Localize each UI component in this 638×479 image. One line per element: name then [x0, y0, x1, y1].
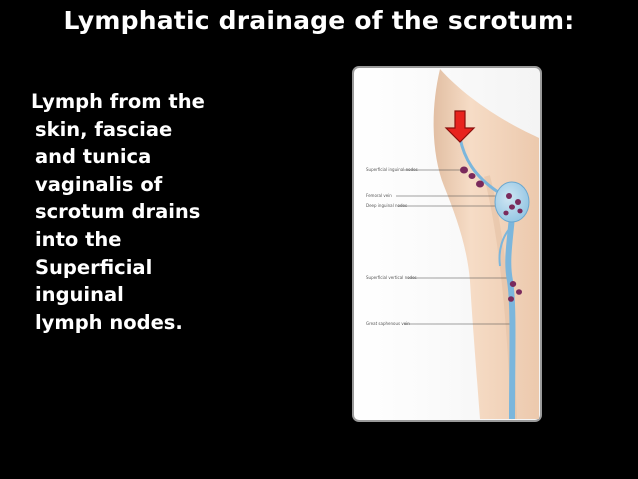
figure-label: Superficial inguinal nodes — [366, 167, 418, 172]
slide-title: Lymphatic drainage of the scrotum: — [63, 6, 575, 35]
lymph-drainage-illustration: Superficial inguinal nodes Femoral vein … — [352, 66, 542, 422]
lymph-nodes — [460, 166, 523, 302]
figure-label: Superficial vertical nodes — [366, 275, 417, 280]
illustration-svg — [352, 66, 542, 422]
saphenous-opening — [494, 181, 530, 223]
body-line: Lymph from the — [31, 90, 205, 113]
body-line: vaginalis of — [35, 172, 163, 196]
body-line: skin, fasciae — [35, 117, 173, 141]
figure-label: Femoral vein — [366, 193, 392, 198]
figure-label: Great saphenous vein — [366, 321, 410, 326]
body-line: and tunica — [35, 145, 152, 169]
body-line: lymph nodes. — [35, 310, 183, 334]
red-arrow-icon — [444, 110, 476, 143]
body-line: into the — [35, 227, 122, 251]
body-line: Superficial — [35, 255, 153, 279]
slide-body-text: Lymph from the skin, fasciae and tunica … — [31, 88, 241, 336]
lymph-vessel — [458, 137, 499, 194]
body-line: inguinal — [35, 283, 124, 307]
body-line: scrotum drains — [35, 200, 201, 224]
figure-label: Deep inguinal nodes — [366, 203, 408, 208]
